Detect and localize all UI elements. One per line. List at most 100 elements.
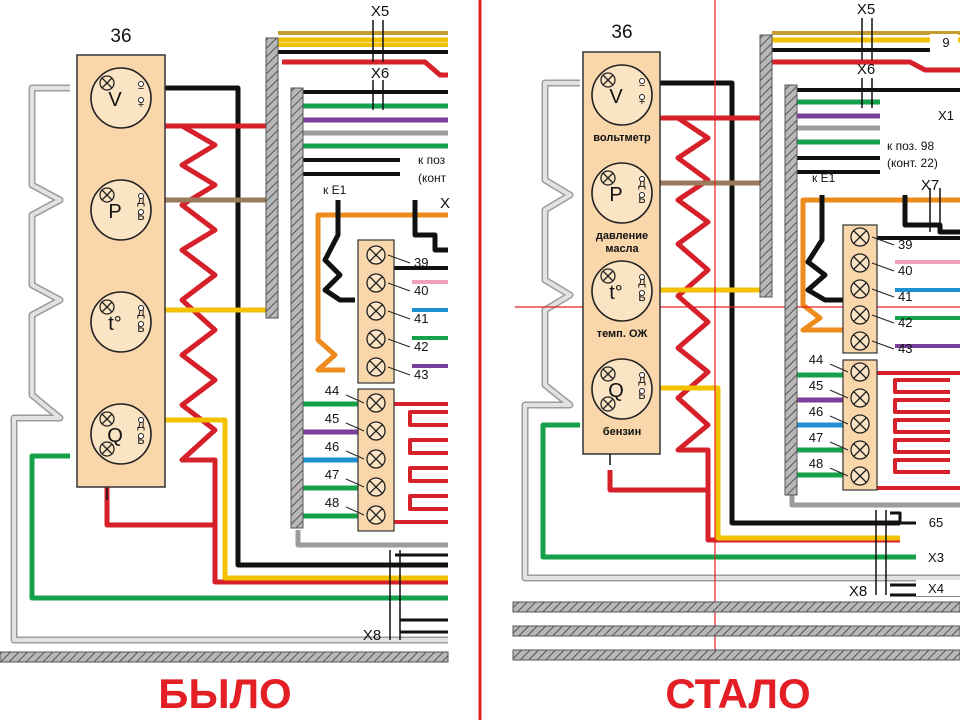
before-gauge-contact: Б: [137, 323, 144, 335]
before-lamp-number: 39: [414, 255, 428, 270]
before-warning-lamp-icon: [366, 245, 386, 265]
after-harness-bottom-2: [512, 625, 960, 637]
after-gauge-contact: Б: [638, 194, 645, 206]
after-harness-bottom-1: [512, 601, 960, 613]
after-harness-vertical-2: [784, 84, 798, 496]
after-lamp-number: 47: [809, 430, 823, 445]
after-connector-x4-box: [916, 580, 960, 596]
after-lamp-number: 46: [809, 404, 823, 419]
after-lamp-number: 42: [898, 315, 912, 330]
before-lamp-number: 42: [414, 339, 428, 354]
before-wire-green: [29, 453, 448, 601]
before-gauge-contact: Д: [137, 307, 145, 319]
before-wire-black: [165, 85, 448, 568]
after-lamp-number: 40: [898, 263, 912, 278]
after-gauge-symbol: V: [609, 86, 623, 108]
before-gauge-contact: +: [138, 99, 144, 111]
before-warning-lamp-icon: [366, 273, 386, 293]
before-block-number: 36: [110, 26, 131, 47]
after-lamp-number: 43: [898, 341, 912, 356]
after-gauge-caption-line1: давление: [596, 230, 648, 242]
before-gauge-2: t°ДБ: [90, 291, 152, 353]
after-connector-x5: X5: [857, 1, 875, 18]
after-lamp-number: 41: [898, 289, 912, 304]
before-harness-vertical-1: [265, 37, 279, 319]
before-lamp-number: 47: [325, 467, 339, 482]
after-gauge-contact: Д: [638, 276, 646, 288]
after-warning-lamp-icon: [850, 388, 870, 408]
before-warning-lamp-icon: [366, 477, 386, 497]
after-gauge-1-lamp-icon: [600, 170, 616, 186]
before-lamp-number: 43: [414, 367, 428, 382]
after-gauge-0: V−+вольтметр: [591, 64, 653, 144]
before-gauge-symbol: P: [108, 201, 121, 223]
before-connector-x8: X8: [363, 627, 381, 644]
after-lamp-number: 39: [898, 237, 912, 252]
before-gauge-contact: Д: [137, 195, 145, 207]
after-warning-lamp-icon: [850, 331, 870, 351]
after-warning-lamp-icon: [850, 362, 870, 382]
after-wires: [515, 0, 960, 660]
after-connector-x7: X7: [921, 177, 939, 194]
after-harness-bottom-3: [512, 649, 960, 661]
before-lamp-number: 45: [325, 411, 339, 426]
after-warning-lamp-icon: [850, 466, 870, 486]
after-gauge-symbol: t°: [609, 282, 623, 304]
after-lamp-number: 45: [809, 378, 823, 393]
before-lamp-number: 46: [325, 439, 339, 454]
after-pin-9-box: [930, 34, 958, 50]
after-warning-lamp-icon: [850, 440, 870, 460]
after-gauge-contact: Д: [638, 374, 646, 386]
after-pin-9: 9: [942, 35, 949, 50]
before-ref-e1: к Е1: [323, 183, 347, 197]
before-warning-lamp-icon: [366, 421, 386, 441]
before-gauge-3-lamp-icon-2: [99, 441, 115, 457]
before-gauge-symbol: Q: [107, 425, 123, 447]
after-gauge-2-lamp-icon: [600, 268, 616, 284]
after-gauge-caption: темп. ОЖ: [597, 328, 648, 340]
after-pin-65: 65: [929, 515, 943, 530]
before-gauge-contact: Д: [137, 419, 145, 431]
after-gauge-caption-line2: масла: [605, 243, 639, 255]
before-harness-bottom-1: [0, 651, 449, 663]
before-gauge-1-lamp-icon: [99, 187, 115, 203]
before-lamp-number: 41: [414, 311, 428, 326]
after-connector-x6: X6: [857, 61, 875, 78]
before-ref-cont-partial: (конт: [418, 171, 447, 185]
before-ref-pos-partial: к поз: [418, 153, 446, 167]
after-warning-lamp-icon: [850, 279, 870, 299]
after-ref-cont: (конт. 22): [887, 156, 938, 170]
after-gauge-caption: бензин: [603, 426, 641, 438]
after-lamp-number: 48: [809, 456, 823, 471]
after-gauge-contact: Б: [638, 292, 645, 304]
after-gauge-caption: вольтметр: [593, 132, 651, 144]
after-gauge-symbol: P: [609, 184, 622, 206]
before-warning-lamp-icon: [366, 357, 386, 377]
after-wire-green: [540, 422, 960, 560]
before-warning-lamp-icon: [366, 301, 386, 321]
after-connector-x1: X1: [938, 108, 954, 123]
after-block-number: 36: [611, 22, 632, 43]
before-gauge-0-lamp-icon: [99, 75, 115, 91]
before-warning-lamp-icon: [366, 449, 386, 469]
before-lamp-number: 40: [414, 283, 428, 298]
before-lamp-number: 48: [325, 495, 339, 510]
after-connector-x8: X8: [849, 583, 867, 600]
after-harness-vertical-1: [759, 34, 773, 298]
before-caption: БЫЛО: [158, 670, 291, 717]
before-gauge-contact: Б: [137, 435, 144, 447]
after-ref-pos: к поз. 98: [887, 139, 934, 153]
after-warning-lamp-icon: [850, 253, 870, 273]
after-lamp-number: 44: [809, 352, 823, 367]
before-gauge-2-lamp-icon: [99, 299, 115, 315]
after-gauge-3-lamp-icon-2: [600, 396, 616, 412]
before-harness-vertical-2: [290, 87, 304, 529]
before-wires: [10, 31, 448, 644]
after-gauge-contact: Б: [638, 390, 645, 402]
